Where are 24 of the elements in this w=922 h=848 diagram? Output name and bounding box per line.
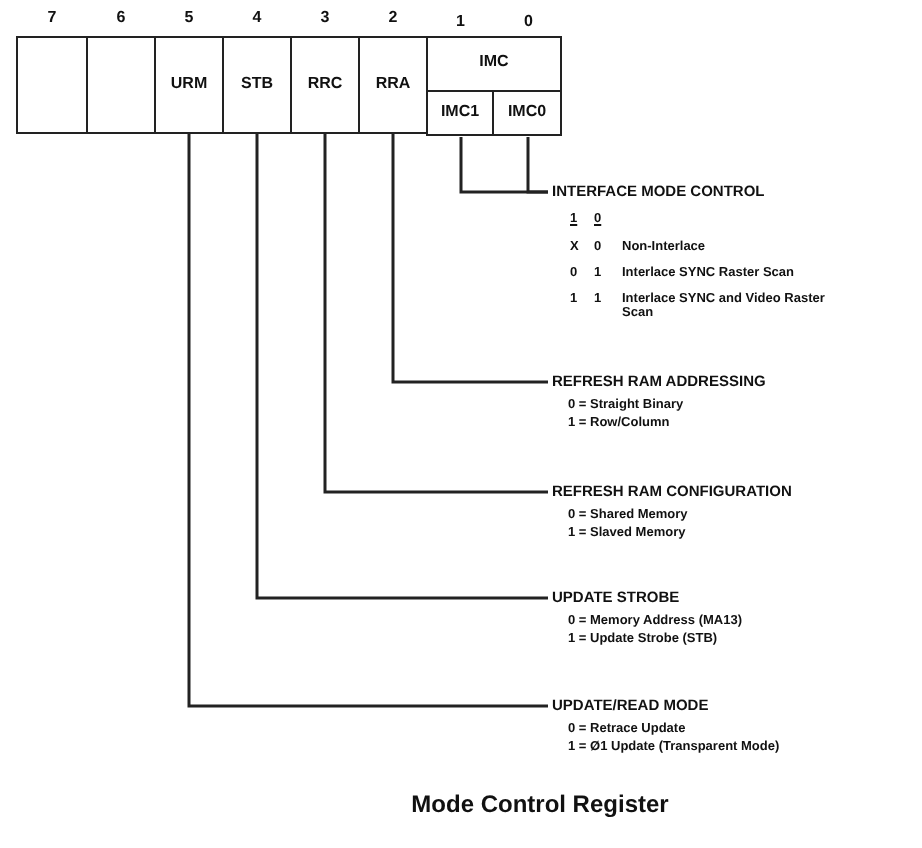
bit-name: IMC0 [505,102,549,120]
bit-name: IMC1 [438,102,482,120]
connector-line [526,137,548,194]
bit-cell [492,90,562,136]
bit-name: IMC [477,52,511,70]
diagram-title: Mode Control Register [409,790,671,818]
bit-name: RRA [373,74,413,92]
bit-number: 0 [524,12,533,30]
connector-line [187,134,548,708]
bit-number: 3 [318,8,332,28]
connector-line [255,134,548,600]
bit-cell [426,36,562,134]
bit-number: 1 [456,12,465,30]
bit-number: 5 [182,8,196,28]
bit-number: 7 [45,8,59,28]
bit-name: RRC [305,74,345,92]
bit-name: URM [168,74,210,92]
bit-number: 6 [114,8,128,28]
bit-cell [425,90,495,136]
bit-name: STB [239,74,275,92]
connector-line [323,134,548,494]
bit-number: 2 [386,8,400,28]
bit-number: 4 [250,8,264,28]
connector-line [391,134,548,384]
